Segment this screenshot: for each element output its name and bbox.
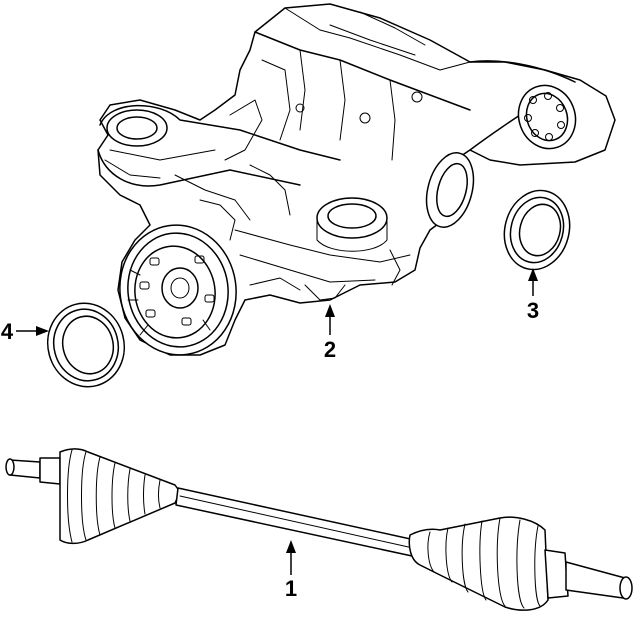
callout-2: 2	[324, 304, 336, 362]
right-axle-seal	[503, 189, 571, 271]
left-axle-seal	[46, 302, 126, 388]
callout-4: 4	[1, 319, 49, 344]
callout-2-label: 2	[324, 337, 336, 362]
callout-1: 1	[285, 540, 297, 601]
callout-4-arrowhead	[36, 326, 49, 336]
axle-shaft	[5, 448, 633, 611]
callout-3-arrowhead	[528, 268, 538, 281]
callout-3-label: 3	[527, 298, 539, 323]
callout-1-arrowhead	[286, 540, 296, 553]
callout-1-label: 1	[285, 576, 297, 601]
callout-3: 3	[527, 268, 539, 323]
callout-4-label: 4	[1, 319, 14, 344]
callout-2-arrowhead	[325, 304, 335, 317]
differential-assembly	[97, 3, 616, 356]
